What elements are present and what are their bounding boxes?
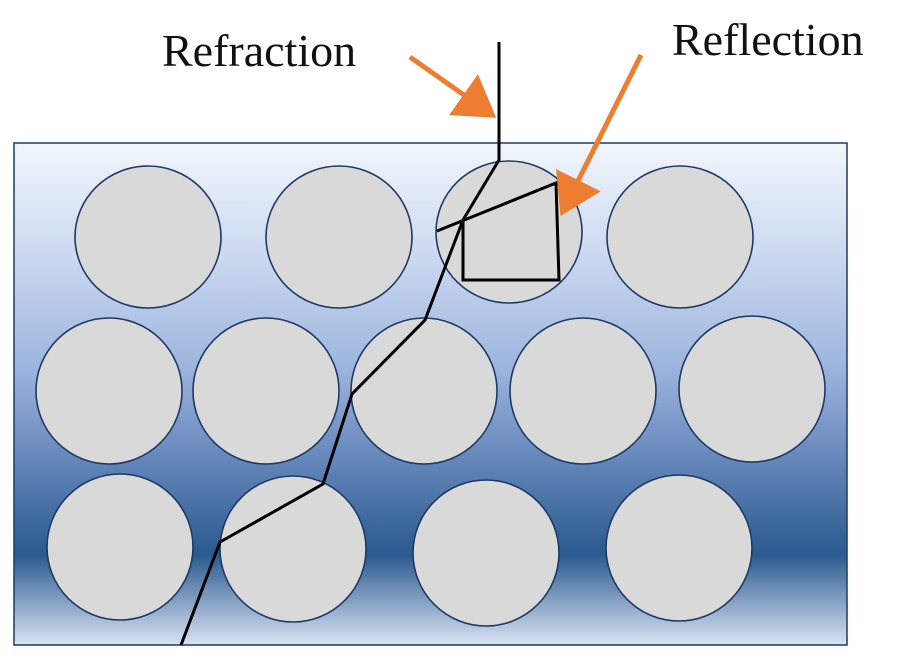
- particle: [606, 165, 754, 309]
- refraction-label: Refraction: [162, 25, 356, 76]
- particle: [350, 317, 498, 465]
- particle: [74, 165, 222, 309]
- particle: [435, 160, 583, 304]
- particles: [35, 160, 826, 627]
- particle: [46, 473, 194, 621]
- particle: [605, 474, 753, 622]
- particle: [509, 317, 657, 465]
- particle: [412, 479, 560, 627]
- particle: [265, 165, 413, 309]
- particle: [219, 475, 367, 623]
- reflection-arrow: [556, 53, 644, 216]
- reflection-label: Reflection: [672, 14, 864, 65]
- particle: [678, 315, 826, 463]
- particle: [35, 317, 183, 465]
- reflected-ray: [436, 180, 561, 282]
- particle: [192, 317, 340, 465]
- refracted-ray: [179, 42, 501, 646]
- refraction-arrow: [408, 54, 497, 118]
